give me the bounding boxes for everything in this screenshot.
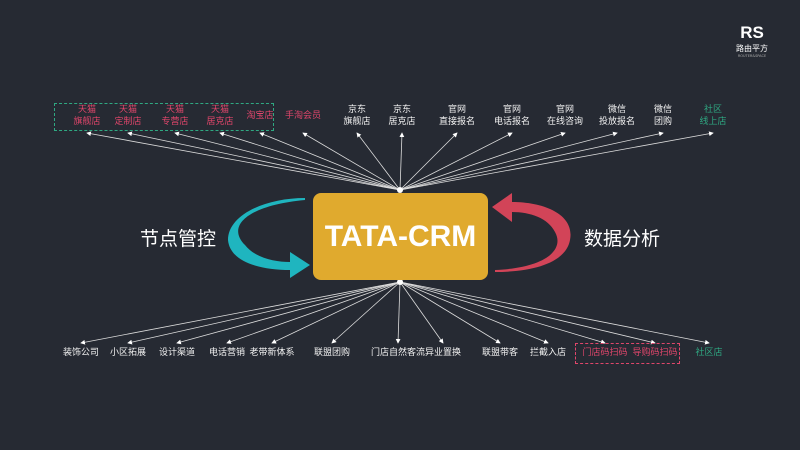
connector-arrow [399,132,513,191]
source-top-10: 官网 在线咨询 [546,105,584,127]
source-top-7: 京东 居克店 [388,105,416,127]
connector-arrow [395,281,401,344]
bottom-hub [397,279,403,285]
logo-mark: RS [740,23,764,42]
connector-arrow [331,281,401,344]
connector-arrow [399,131,618,191]
scan-group-box [575,343,680,364]
source-top-6: 京东 旗舰店 [343,105,371,127]
connector-arrow [399,131,714,191]
crm-center-box: TATA-CRM [313,193,488,280]
logo: RS 路由平方 ROUTER&SPACE [736,23,768,58]
connector-arrow [399,132,405,191]
source-top-5: 手淘会员 [284,111,322,121]
source-top-8: 官网 直接报名 [438,105,476,127]
source-bottom-8: 联盟带客 [481,348,519,358]
source-bottom-12: 社区店 [695,348,723,358]
connector-arrow [226,281,401,344]
source-top-12: 微信 团购 [653,105,673,127]
source-top-9: 官网 电话报名 [493,105,531,127]
right-cycle-arrow [492,193,571,272]
connector-arrow [356,132,401,191]
node-control-label: 节点管控 [140,228,217,250]
source-bottom-7: 异业置换 [424,348,462,358]
connector-arrow [399,131,664,191]
connector-arrow [127,281,401,345]
source-top-11: 微信 投放报名 [598,105,636,127]
connector-arrow [86,131,401,191]
source-top-1: 天猫 定制店 [114,105,142,127]
connector-arrow [219,131,401,191]
source-bottom-9: 拦截入店 [529,348,567,358]
connector-arrow [127,131,401,191]
source-top-13: 社区 线上店 [699,105,727,127]
connector-arrow [399,132,566,191]
source-bottom-3: 电话营销 [208,348,246,358]
source-top-0: 天猫 旗舰店 [73,105,101,127]
source-bottom-10: 门店码扫码 [582,348,628,358]
connector-arrow [80,281,401,345]
source-bottom-1: 小区拓展 [109,348,147,358]
data-analysis-label: 数据分析 [584,228,661,250]
left-cycle-arrow [228,198,310,278]
connector-arrow [399,281,656,345]
connector-arrow [271,281,401,344]
source-top-2: 天猫 专营店 [161,105,189,127]
connector-arrow [174,131,401,191]
tmall-group-box [54,103,274,131]
connector-arrow [399,281,549,344]
logo-en: ROUTER&SPACE [737,54,767,58]
source-bottom-6: 门店自然客流 [370,348,426,358]
source-bottom-2: 设计渠道 [158,348,196,358]
logo-cn: 路由平方 [736,44,768,53]
connector-arrow [399,281,710,345]
source-bottom-5: 联盟团购 [313,348,351,358]
connector-arrow [399,132,458,191]
top-hub [397,187,403,193]
source-bottom-4: 老带新体系 [249,348,295,358]
source-top-3: 天猫 居克店 [206,105,234,127]
connector-arrow [399,281,444,344]
connector-arrow [399,281,501,344]
source-bottom-11: 导购码扫码 [632,348,678,358]
connector-arrow [176,281,401,345]
source-bottom-0: 装饰公司 [62,348,100,358]
connector-arrow [302,132,401,191]
connector-arrow [399,281,606,345]
source-top-4: 淘宝店 [246,111,274,121]
connector-arrow [259,132,401,191]
